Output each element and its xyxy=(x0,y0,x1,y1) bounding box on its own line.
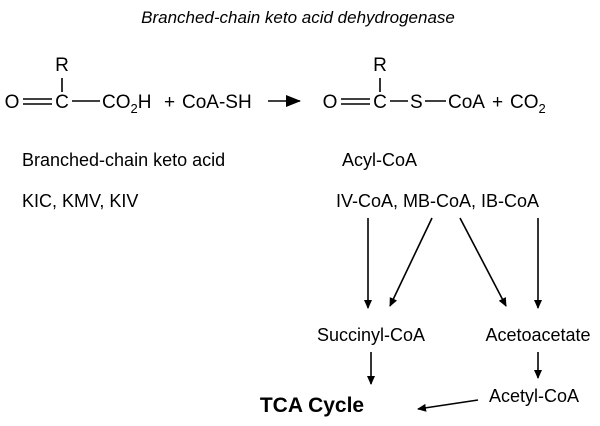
arrow-acetyl-to-tca xyxy=(417,399,479,412)
product-sulfur: S xyxy=(410,92,423,113)
enzyme-title: Branched-chain keto acid dehydrogenase xyxy=(141,8,455,27)
succinyl-coa-label: Succinyl-CoA xyxy=(317,325,425,345)
acetyl-coa-label: Acetyl-CoA xyxy=(489,386,579,406)
acyl-coa-examples: IV-CoA, MB-CoA, IB-CoA xyxy=(336,191,539,211)
tca-cycle-label: TCA Cycle xyxy=(260,394,364,417)
reactant-oxygen: O xyxy=(5,92,20,113)
product-coa: CoA xyxy=(448,92,485,113)
product-oxygen: O xyxy=(323,92,338,113)
keto-acid-class-label: Branched-chain keto acid xyxy=(22,150,225,170)
coa-sh-label: CoA-SH xyxy=(182,92,252,113)
acyl-coa-class-label: Acyl-CoA xyxy=(342,150,417,170)
reactant-carbon: C xyxy=(55,92,69,113)
product-plus: + xyxy=(492,92,503,113)
reactant-plus: + xyxy=(164,92,175,113)
product-co2: CO2 xyxy=(510,92,546,116)
product-r-group: R xyxy=(373,55,387,76)
acetoacetate-label: Acetoacetate xyxy=(485,325,590,345)
reactant-r-group: R xyxy=(55,55,69,76)
arrow-mb-coa-to-acetoacetate xyxy=(459,217,507,307)
keto-acid-examples: KIC, KMV, KIV xyxy=(22,191,138,211)
reactant-carboxyl: CO2H xyxy=(102,92,151,116)
arrow-mb-coa-to-succinyl xyxy=(389,217,433,307)
product-carbon: C xyxy=(373,92,387,113)
